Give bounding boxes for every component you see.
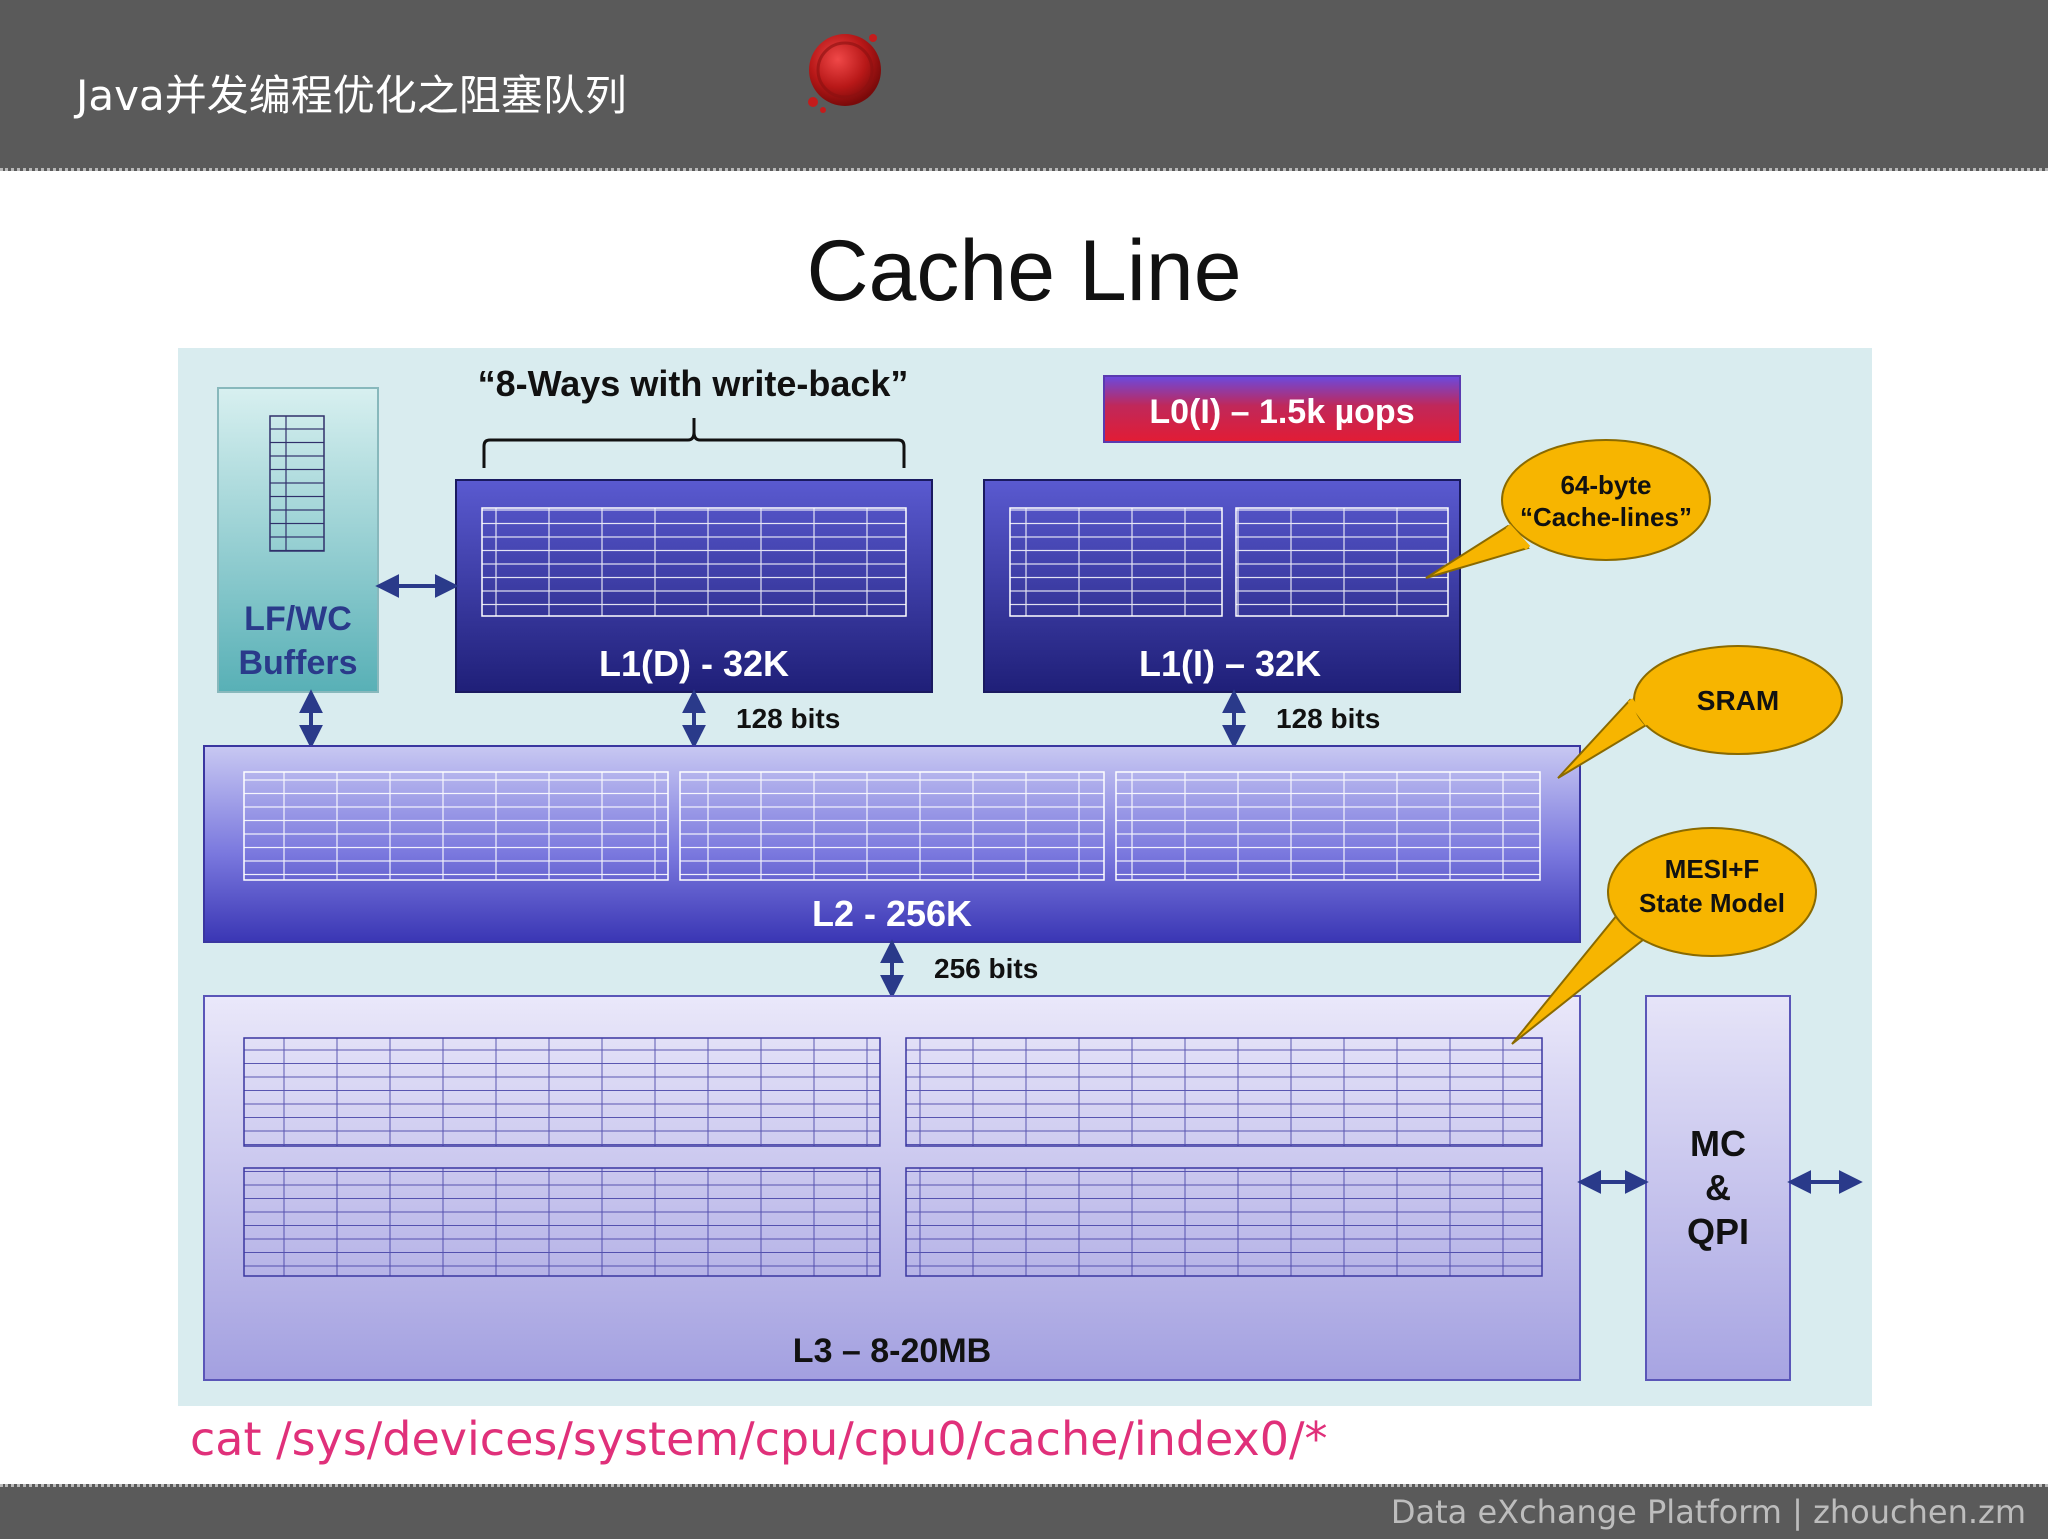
- l1i-label: L1(I) – 32K: [1139, 643, 1321, 684]
- l2-bus-label: 256 bits: [934, 953, 1038, 984]
- l1d-bus-label: 128 bits: [736, 703, 840, 734]
- l2-label: L2 - 256K: [812, 893, 972, 934]
- callout-sram-text: SRAM: [1697, 685, 1779, 716]
- l2-block: L2 - 256K: [203, 745, 1581, 943]
- footer-bar: Data eXchange Platform | zhouchen.zm: [0, 1484, 2048, 1539]
- slide-title: Cache Line: [806, 223, 1242, 319]
- callout-mesi-line1: MESI+F: [1665, 854, 1760, 884]
- mc-label-line2: &: [1705, 1167, 1731, 1208]
- mc-qpi-block: MC & QPI: [1645, 995, 1791, 1381]
- l1d-label: L1(D) - 32K: [599, 643, 789, 684]
- l1d-block: L1(D) - 32K: [455, 479, 933, 693]
- lfwc-buffers-block: LF/WC Buffers: [217, 387, 379, 693]
- callout-cache-lines-line1: 64-byte: [1560, 470, 1651, 500]
- lfwc-label-line1: LF/WC: [244, 600, 352, 638]
- mc-label-line1: MC: [1690, 1123, 1746, 1164]
- l3-block: L3 – 8-20MB: [203, 995, 1581, 1381]
- callout-sram: SRAM: [1557, 645, 1843, 779]
- header-title: Java并发编程优化之阻塞队列: [76, 71, 627, 120]
- wax-seal-icon: [808, 34, 881, 113]
- cache-command-text: cat /sys/devices/system/cpu/cpu0/cache/i…: [190, 1412, 1328, 1466]
- l1i-block: L1(I) – 32K: [983, 479, 1461, 693]
- header-bar: Java并发编程优化之阻塞队列: [0, 0, 2048, 171]
- l0-label: L0(I) – 1.5k µops: [1149, 393, 1414, 431]
- mc-label-line3: QPI: [1687, 1211, 1749, 1252]
- callout-mesi: MESI+F State Model: [1511, 827, 1817, 1045]
- l3-label: L3 – 8-20MB: [793, 1332, 991, 1370]
- callout-cache-lines-line2: “Cache-lines”: [1520, 502, 1692, 532]
- l1i-bus-label: 128 bits: [1276, 703, 1380, 734]
- cache-hierarchy-diagram: LF/WC Buffers “8-Ways with write-back” L…: [178, 348, 1872, 1406]
- footer-text: Data eXchange Platform | zhouchen.zm: [1390, 1493, 2026, 1531]
- callout-mesi-line2: State Model: [1639, 888, 1785, 918]
- ways-label: “8-Ways with write-back”: [478, 363, 909, 404]
- lfwc-label-line2: Buffers: [238, 644, 357, 682]
- ways-brace: [482, 418, 906, 468]
- callout-cache-lines: 64-byte “Cache-lines”: [1425, 439, 1711, 579]
- l0-block: L0(I) – 1.5k µops: [1103, 375, 1461, 443]
